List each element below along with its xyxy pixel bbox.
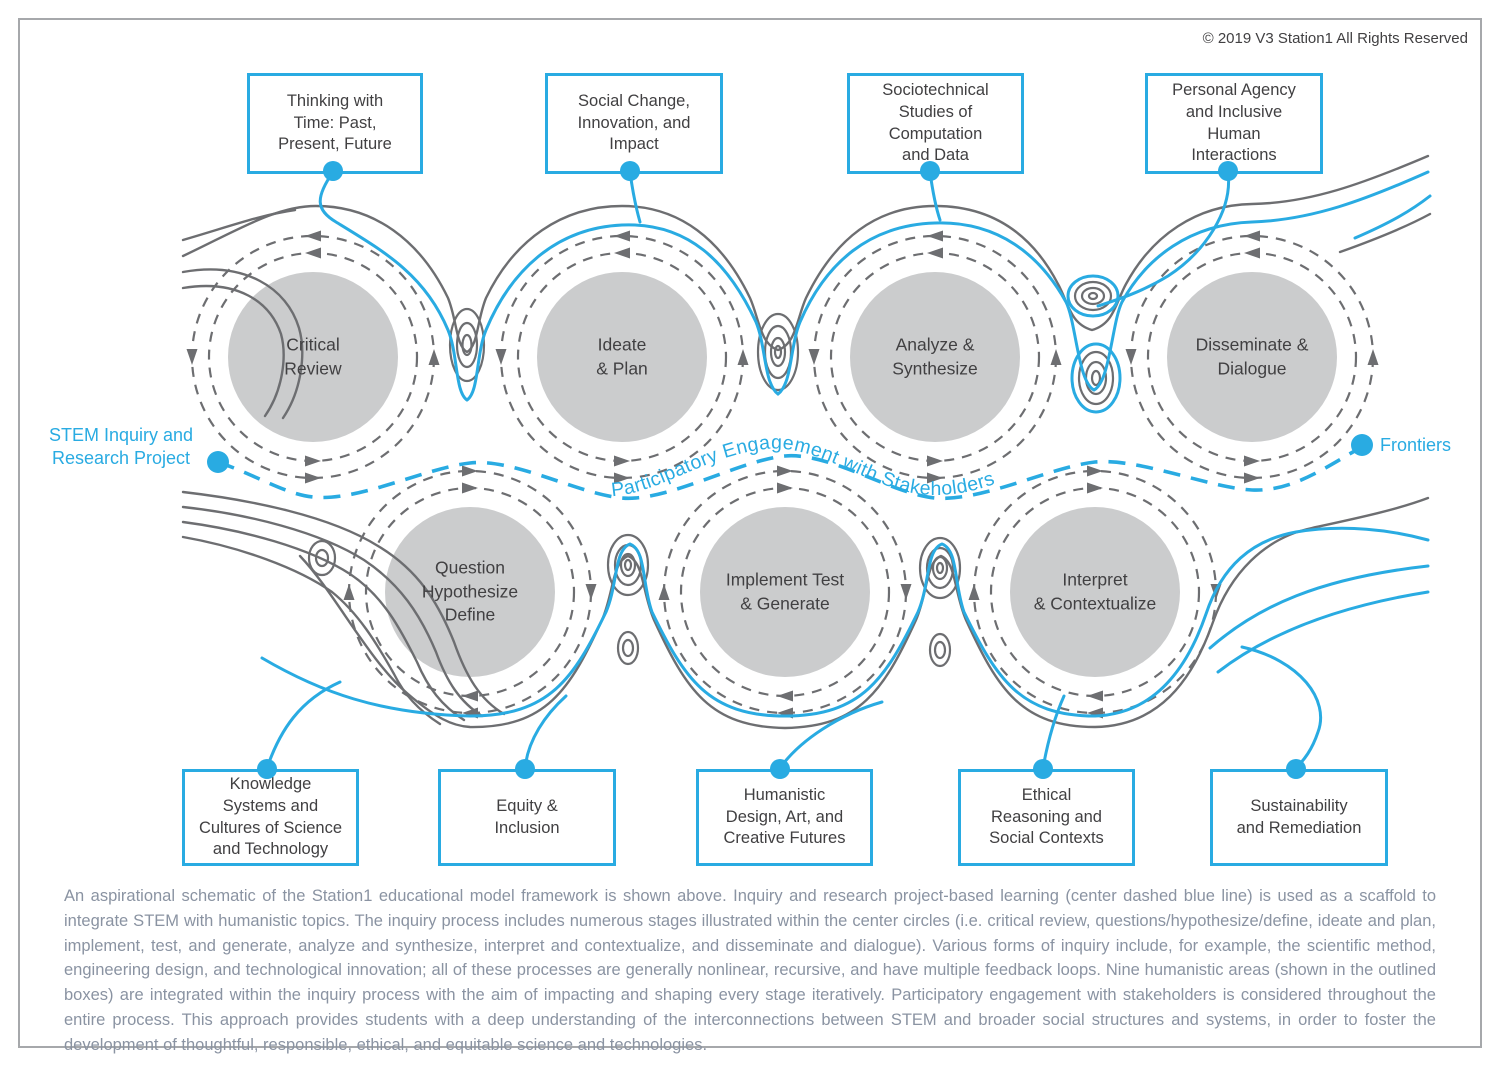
- connector-dot: [1218, 161, 1238, 181]
- copyright-notice: © 2019 V3 Station1 All Rights Reserved: [1202, 30, 1468, 47]
- connector-dot: [770, 759, 790, 779]
- connector-dot: [1033, 759, 1053, 779]
- stage-disseminate-dialogue: Disseminate & Dialogue: [1195, 334, 1309, 378]
- stage-critical-review: Critical Review: [284, 334, 342, 378]
- label-frontiers: Frontiers: [1380, 435, 1452, 455]
- top-box-social-change: Social Change, Innovation, and Impact: [545, 73, 723, 174]
- bottom-box-equity-inclusion: Equity & Inclusion: [438, 769, 616, 866]
- flow-arrowheads: [186, 230, 1379, 719]
- top-box-sociotechnical-studies: Sociotechnical Studies of Computation an…: [847, 73, 1024, 174]
- stem-inquiry-dot: [207, 451, 229, 473]
- stage-circles: [228, 272, 1337, 677]
- bottom-box-humanistic-design: Humanistic Design, Art, and Creative Fut…: [696, 769, 873, 866]
- top-box-personal-agency: Personal Agency and Inclusive Human Inte…: [1145, 73, 1323, 174]
- connector-dot: [257, 759, 277, 779]
- connector-dot: [920, 161, 940, 181]
- stage-analyze-synthesize: Analyze & Synthesize: [892, 334, 978, 378]
- stage-implement-test-generate: Implement Test & Generate: [725, 569, 845, 613]
- bottom-box-ethical-reasoning: Ethical Reasoning and Social Contexts: [958, 769, 1135, 866]
- caption-paragraph: An aspirational schematic of the Station…: [64, 887, 1436, 1054]
- stage-ideate-plan: Ideate & Plan: [596, 334, 648, 378]
- connector-dot: [620, 161, 640, 181]
- label-stem-inquiry: STEM Inquiry and Research Project: [48, 425, 194, 469]
- participatory-dashed-line: [217, 445, 1363, 501]
- connector-dot: [515, 759, 535, 779]
- frontiers-dot: [1351, 434, 1373, 456]
- connector-dot: [1286, 759, 1306, 779]
- stage-question-hypothesize-define: Question Hypothesize Define: [421, 557, 519, 625]
- gray-streamlines: [181, 154, 1432, 730]
- top-box-thinking-with-time: Thinking with Time: Past, Present, Futur…: [247, 73, 423, 174]
- stage-interpret-contextualize: Interpret & Contextualize: [1033, 569, 1157, 613]
- bottom-box-sustainability: Sustainability and Remediation: [1210, 769, 1388, 866]
- bottom-box-knowledge-systems: Knowledge Systems and Cultures of Scienc…: [182, 769, 359, 866]
- connector-dot: [323, 161, 343, 181]
